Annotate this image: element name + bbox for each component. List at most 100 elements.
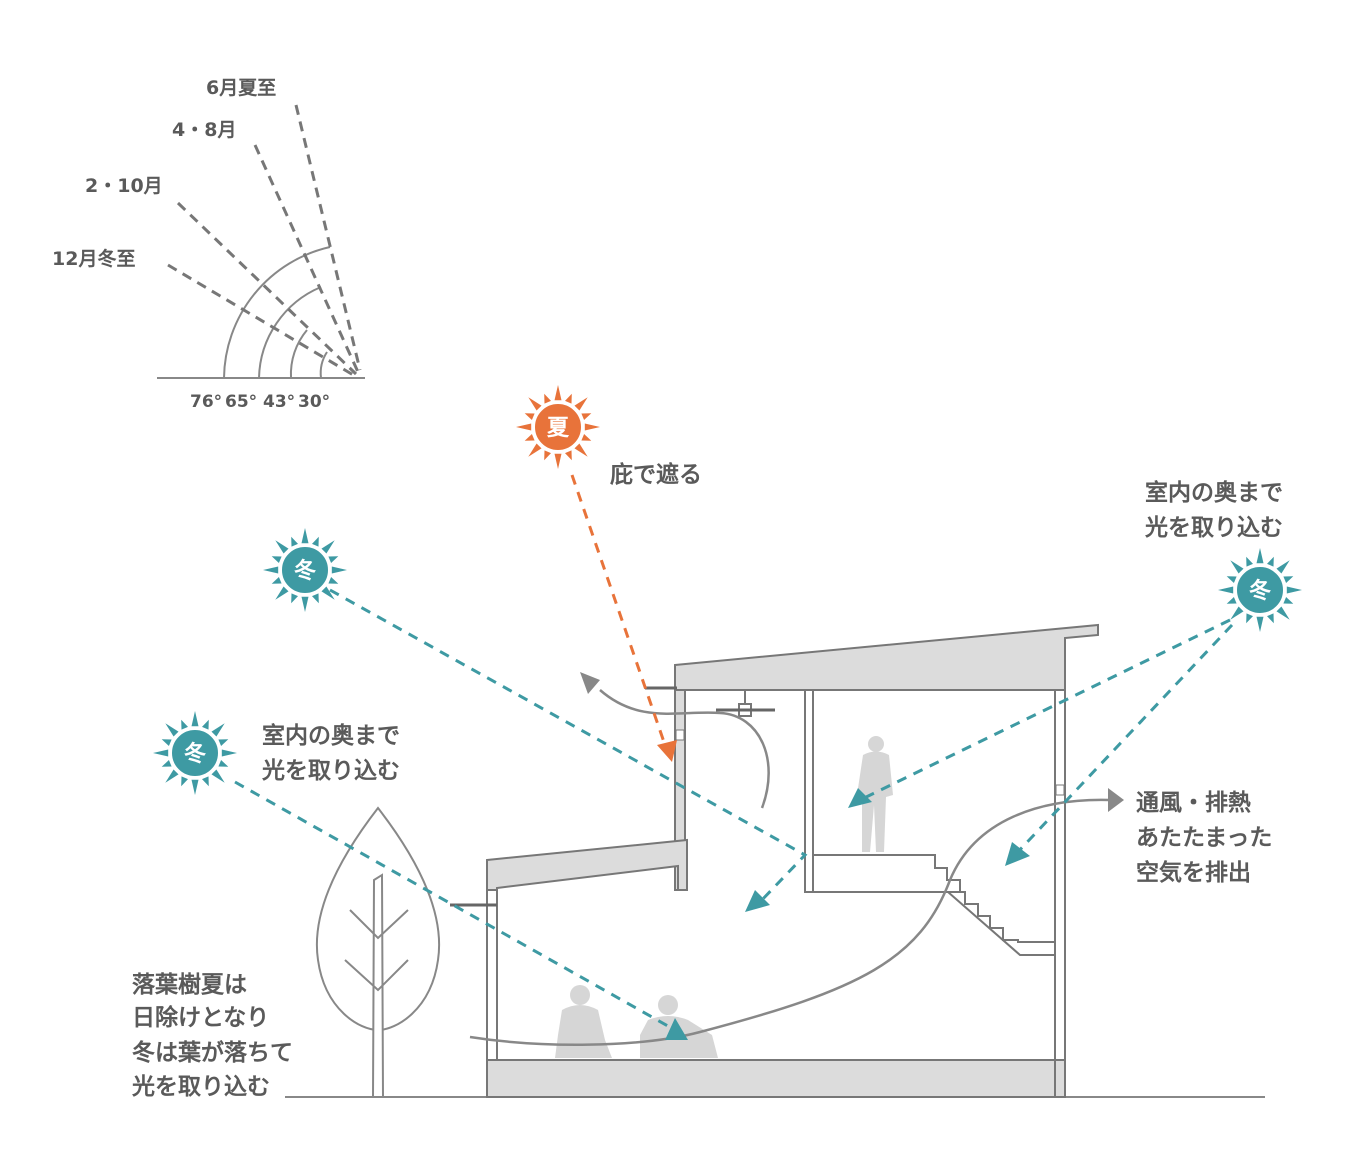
tree-branch-upper [349,909,409,940]
sun-ray [312,593,319,604]
tree-line-2: 日除けとなり [132,1004,269,1031]
deciduous-tree-label: 落葉樹夏は 日除けとなり 冬は葉が落ちて 光を取り込む [131,972,293,1100]
sun-ray [574,443,588,457]
sun-ray [275,540,289,554]
window-right [1055,784,1065,796]
sun-ray [1230,606,1244,620]
sun-ray [524,413,535,420]
stair-stringer [947,891,1055,956]
stairs [960,891,1055,943]
sun-ray [331,566,347,574]
sun-ray [202,719,209,730]
arc-65 [258,286,322,379]
ray-december [167,263,356,378]
sun-ray [211,723,225,737]
ventilation-line-1: 通風・排熱 [1136,790,1251,816]
tree-trunk [371,873,385,1098]
sun-ray [161,739,172,746]
sun-ray [1226,576,1237,583]
arc-76 [223,246,331,379]
arc-30 [319,351,328,379]
sun-ray [328,556,339,563]
sun-ray [1286,586,1302,594]
ray-label-feb-oct: 2・10月 [85,175,163,197]
sun-ray [161,760,172,767]
summer-sun-char: 夏 [547,416,570,441]
ceiling-fan [716,690,775,717]
sun-ray [321,540,335,554]
sun-ray [1256,548,1264,564]
people-silhouettes [555,736,893,1058]
sun-ray [191,711,199,727]
sun-ray [181,719,188,730]
winter-ray-right-upper-arrowhead [848,788,872,808]
right-outer-wall [1054,689,1066,1098]
sun-ray [211,769,225,783]
sun-ray [565,450,572,461]
person-standing [857,736,893,852]
sun-ray [301,596,309,612]
sun-ray [328,577,339,584]
deep-light-left-line-1: 室内の奥まで [262,722,400,749]
sun-ray [312,536,319,547]
winter-ray-upper-left-arrowhead [745,890,770,912]
airflow-exhaust-arrowhead [1108,788,1124,812]
sun-angle-chart: 6月夏至 4・8月 2・10月 12月冬至 76° 65° 43° 30° [52,77,365,412]
sun-ray [544,450,551,461]
sun-ray [584,423,600,431]
sun-ray [191,779,199,795]
sun-ray [1218,586,1234,594]
eaves-label: 庇で遮る [610,461,702,488]
house-section [450,623,1099,1098]
mezzanine-floor [813,854,961,893]
sun-ray [321,586,335,600]
partition-wall [804,689,814,893]
ray-label-june: 6月夏至 [206,77,276,99]
ray-label-december: 12月冬至 [52,247,135,270]
sun-ray [565,393,572,404]
deep-light-right-line-1: 室内の奥まで [1145,479,1283,506]
sun-ray [1283,576,1294,583]
sun-ray [271,577,282,584]
sun-ray [218,739,229,746]
ventilation-line-3: 空気を排出 [1136,859,1251,886]
deep-light-right-label: 室内の奥まで 光を取り込む [1144,479,1283,541]
ventilation-label: 通風・排熱 あたたまった 空気を排出 [1136,790,1272,886]
summer-ray-arrowhead [657,740,677,762]
sun-ray [581,434,592,441]
sun-ray [291,593,298,604]
tree-line-1: 落葉樹夏は [132,972,247,998]
sun-ray [581,413,592,420]
sun-ray [574,397,588,411]
sun-ray [528,443,542,457]
winter-sun-right-char: 冬 [1249,578,1271,604]
sun-ray [221,749,237,757]
ray-june [294,104,362,371]
deep-light-right-line-2: 光を取り込む [1144,515,1283,541]
window-upper-left [675,729,685,741]
sun-ray [263,566,279,574]
ventilation-line-2: あたたまった [1136,825,1272,851]
ray-label-apr-aug: 4・8月 [172,119,236,141]
summer-sun-icon: 夏 [516,385,600,469]
angle-label-65: 65° [225,392,257,412]
sun-ray [181,776,188,787]
angle-label-43: 43° [263,392,295,412]
sun-ray [291,536,298,547]
sun-ray [1256,616,1264,632]
winter-sun-lower-left-char: 冬 [184,741,206,767]
sun-ray [165,769,179,783]
sun-ray [554,385,562,401]
airflow-upper-path [599,689,770,809]
sun-ray [1267,556,1274,567]
person-sitting-adult [555,985,612,1058]
sun-ray [1246,613,1253,624]
winter-ray-lower-left-arrowhead [665,1018,688,1040]
sun-ray [1230,560,1244,574]
sun-ray [1267,613,1274,624]
sun-ray [1276,606,1290,620]
tree-branch-lower [344,959,409,992]
tree-line-4: 光を取り込む [131,1074,270,1100]
winter-sun-lower-left-icon: 冬 [153,711,237,795]
